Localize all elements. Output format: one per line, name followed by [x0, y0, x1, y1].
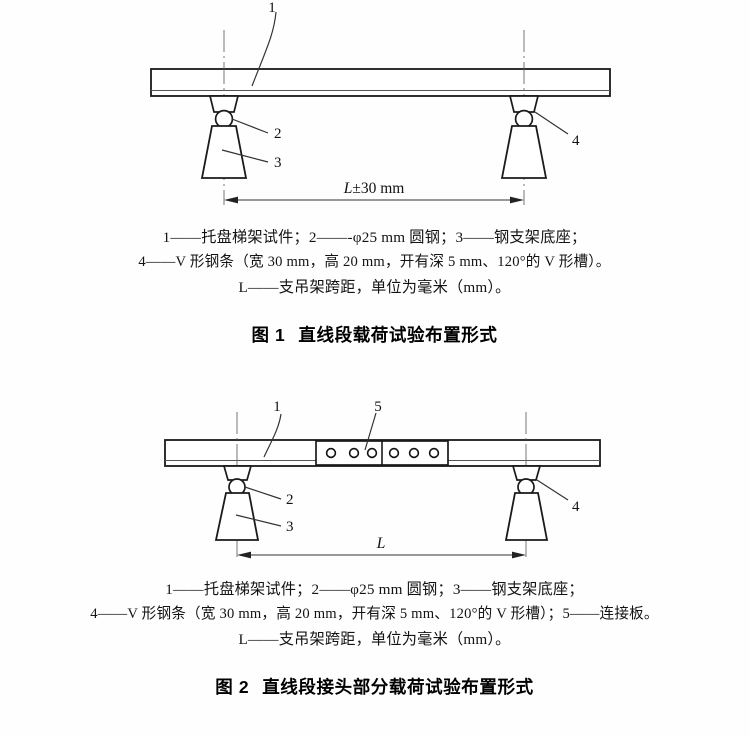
- callout-3-label: 3: [274, 155, 282, 171]
- round-steel-roller-right: [514, 109, 534, 129]
- figure-2-title: 图 2 直线段接头部分载荷试验布置形式: [0, 674, 749, 699]
- v-steel-bar-block-left: [208, 95, 240, 113]
- right-support-assembly: [500, 30, 548, 205]
- right-support-assembly-2: [504, 412, 549, 557]
- callout-5-leader: [364, 412, 377, 451]
- figure-1-legend-line-1: 1——托盘梯架试件；2——-φ25 mm 圆钢；3——钢支架底座；: [162, 229, 587, 246]
- span-dimension-2: L: [237, 535, 526, 559]
- splice-bolt-holes: [325, 447, 440, 459]
- callout-4-label-2: 4: [572, 499, 580, 515]
- dimension-arrow-right-2: [512, 551, 526, 559]
- dimension-label-1: L±30 mm: [343, 180, 405, 197]
- callout-1-group: 1: [251, 0, 277, 87]
- figure-2-title-text: 直线段接头部分载荷试验布置形式: [262, 677, 534, 697]
- figure-1-caption-area: 1——托盘梯架试件；2——-φ25 mm 圆钢；3——钢支架底座； 4——V 形…: [0, 225, 749, 347]
- callout-3-group: 3: [221, 149, 282, 171]
- figure-1-block: 1 2 3 4 L±30 mm: [0, 0, 749, 347]
- callout-2-label-2: 2: [286, 492, 294, 508]
- callout-3-leader-2: [235, 514, 282, 527]
- v-steel-bar-block-left-2: [222, 465, 253, 481]
- callout-5-label: 5: [374, 399, 382, 415]
- figure-1-title-label: 图 1: [251, 325, 286, 345]
- v-steel-bar-block-right-2: [511, 465, 542, 481]
- callout-3-label-2: 3: [286, 519, 294, 535]
- figure-2-legend-line-2: 4——V 形钢条（宽 30 mm，高 20 mm，开有深 5 mm、120°的 …: [90, 606, 659, 622]
- dimension-label-2: L: [376, 535, 386, 552]
- figure-2-diagram: 1 5 2 3 4: [164, 399, 601, 559]
- figure-1-legend-line-3: L——支吊架跨距，单位为毫米（mm）。: [238, 279, 511, 296]
- splice-connection-plate: [315, 440, 449, 466]
- v-steel-bar-block-right: [508, 95, 540, 113]
- callout-2-label: 2: [274, 126, 282, 142]
- dimension-arrow-left-2: [237, 551, 251, 559]
- figure-1-title-text: 直线段载荷试验布置形式: [298, 325, 498, 345]
- dimension-arrow-left-1: [224, 196, 238, 204]
- figure-1-diagram: 1 2 3 4 L±30 mm: [150, 0, 611, 205]
- callout-4-group-2: 4: [536, 479, 580, 515]
- figure-1-title: 图 1 直线段载荷试验布置形式: [0, 322, 749, 347]
- callout-3-leader: [221, 149, 269, 163]
- figure-2-legend-line-3: L——支吊架跨距，单位为毫米（mm）。: [238, 631, 511, 648]
- callout-1-leader: [251, 11, 277, 87]
- callout-3-group-2: 3: [235, 514, 294, 535]
- figure-2-caption-area: 1——托盘梯架试件；2——φ25 mm 圆钢；3——钢支架底座； 4——V 形钢…: [0, 577, 749, 699]
- figure-2-title-label: 图 2: [215, 677, 250, 697]
- callout-4-group: 4: [534, 111, 580, 149]
- callout-2-leader-2: [244, 486, 282, 500]
- callout-1-label: 1: [268, 0, 276, 16]
- figure-1-legend-line-2: 4——V 形钢条（宽 30 mm，高 20 mm，开有深 5 mm、120°的 …: [138, 254, 611, 270]
- steel-support-base-left: [200, 125, 248, 179]
- left-support-assembly-2: [214, 412, 260, 557]
- steel-support-base-right-2: [504, 492, 549, 541]
- span-dimension-1: L±30 mm: [224, 180, 524, 204]
- callout-1-label-2: 1: [273, 399, 281, 415]
- figure-2-block: 1 5 2 3 4: [0, 392, 749, 699]
- callout-2-group-2: 2: [244, 486, 294, 508]
- tray-ladder-specimen-beam: [150, 68, 611, 97]
- steel-support-base-left-2: [214, 492, 260, 541]
- callout-2-group: 2: [231, 118, 282, 142]
- callout-1-leader-2: [263, 413, 282, 458]
- callout-4-leader-2: [536, 479, 569, 501]
- round-steel-roller-left: [214, 109, 234, 129]
- callout-1-group-2: 1: [263, 399, 282, 458]
- dimension-arrow-right-1: [510, 196, 524, 204]
- steel-support-base-right: [500, 125, 548, 179]
- callout-5-group: 5: [364, 399, 382, 451]
- left-support-assembly: [200, 30, 248, 205]
- callout-4-label: 4: [572, 133, 580, 149]
- callout-2-leader: [231, 118, 269, 134]
- callout-4-leader: [534, 111, 569, 135]
- figure-2-legend-line-1: 1——托盘梯架试件；2——φ25 mm 圆钢；3——钢支架底座；: [165, 581, 584, 598]
